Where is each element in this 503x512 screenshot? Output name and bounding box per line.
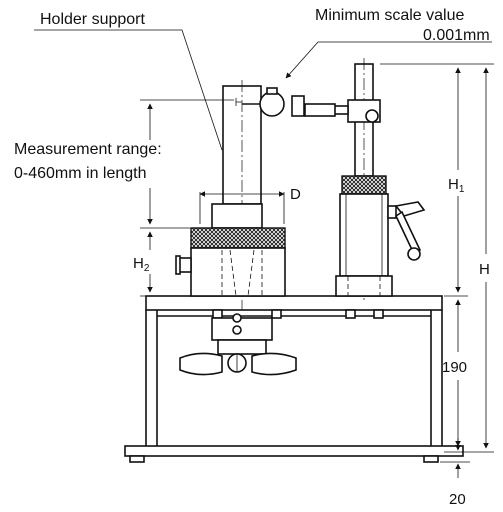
dimension-d-label: D bbox=[290, 186, 301, 203]
measurement-range-value: 0-460mm in length bbox=[14, 165, 147, 182]
indicator-stand bbox=[242, 58, 426, 300]
minimum-scale-label: Minimum scale value bbox=[315, 7, 464, 24]
holder-support bbox=[175, 80, 286, 310]
base-stand bbox=[124, 295, 464, 463]
leader-lines bbox=[34, 29, 492, 151]
dimension-190-label: 190 bbox=[442, 359, 467, 376]
minimum-scale-value: 0.001mm bbox=[423, 27, 490, 44]
dimension-20-label: 20 bbox=[449, 491, 466, 508]
measurement-range-label: Measurement range: bbox=[14, 141, 162, 158]
dimension-h2-label: H2 bbox=[133, 255, 150, 274]
holder-support-label: Holder support bbox=[40, 11, 146, 28]
dimension-h-label: H bbox=[479, 261, 490, 278]
dimension-lines bbox=[140, 64, 494, 478]
lower-clamp bbox=[179, 313, 297, 376]
dimension-h1-label: H1 bbox=[448, 176, 465, 195]
